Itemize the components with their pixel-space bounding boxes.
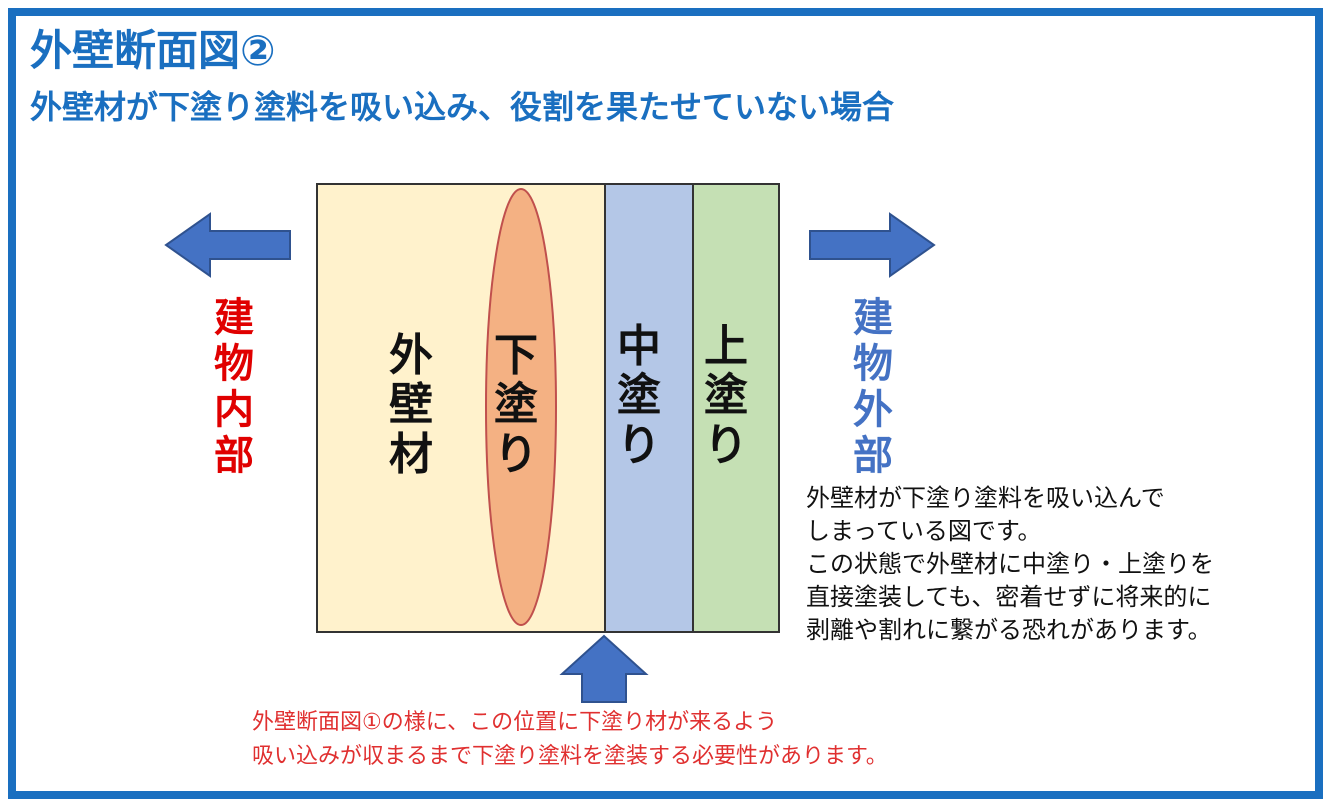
wall-label: 外壁材 (389, 330, 433, 480)
right-arrow-icon (809, 212, 936, 278)
undercoat-label: 下塗り (494, 330, 538, 480)
building-interior-label: 建物内部 (214, 295, 254, 479)
description-text: 外壁材が下塗り塗料を吸い込んで しまっている図です。 この状態で外壁材に中塗り・… (806, 484, 1214, 644)
diagram-subtitle: 外壁材が下塗り塗料を吸い込み、役割を果たせていない場合 (30, 88, 895, 126)
top-coat-layer (692, 183, 780, 633)
undercoat-ellipse (485, 188, 557, 626)
top-coat-label: 上塗り (704, 321, 748, 471)
building-exterior-label: 建物外部 (853, 295, 893, 479)
middle-coat-label: 中塗り (617, 321, 661, 471)
left-arrow-icon (164, 212, 291, 278)
up-arrow-icon (559, 634, 649, 703)
note-text: 外壁断面図①の様に、この位置に下塗り材が来るよう 吸い込みが収まるまで下塗り塗料… (252, 710, 888, 769)
diagram-title: 外壁断面図② (30, 26, 276, 75)
